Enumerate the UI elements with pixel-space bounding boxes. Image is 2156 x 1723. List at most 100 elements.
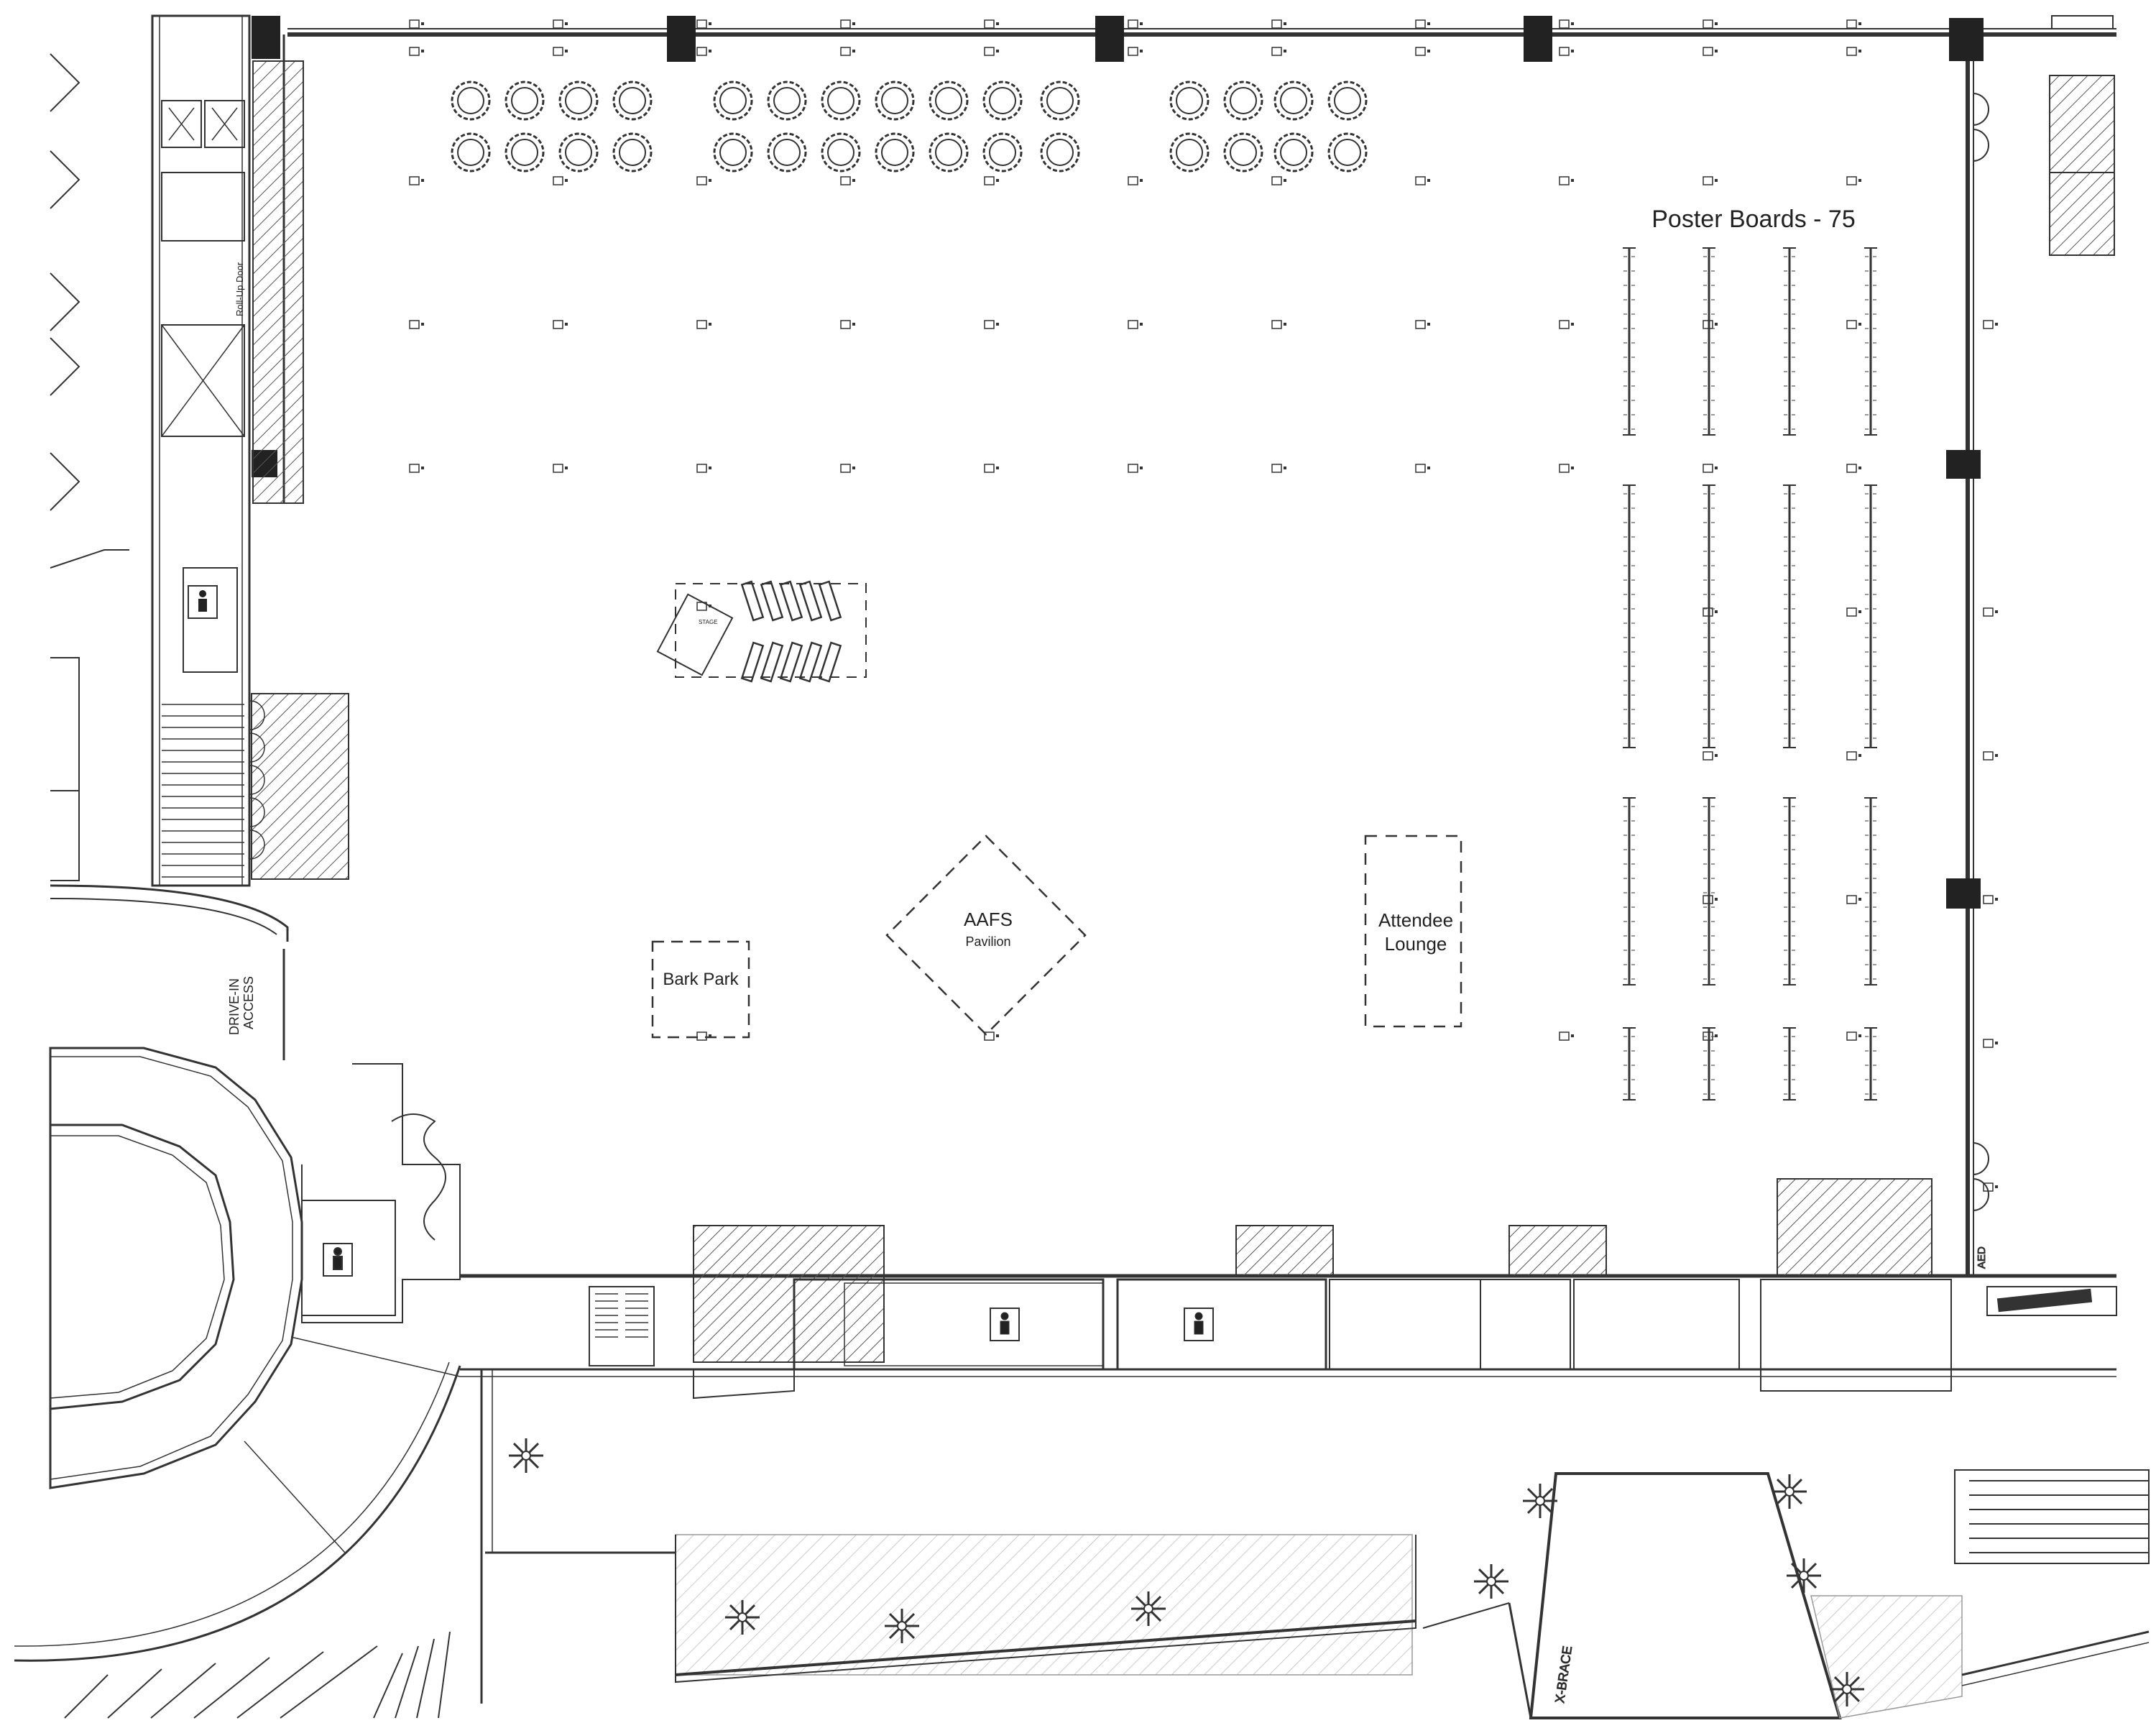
- round-table-icon: [929, 81, 969, 121]
- arena-service-block: [301, 1063, 461, 1323]
- bark-park[interactable]: Bark Park: [651, 940, 750, 1039]
- chair-row: [740, 580, 765, 622]
- outlet-marker: [1559, 464, 1574, 473]
- right-exterior: [1972, 15, 2114, 1211]
- outlet-marker: [1559, 320, 1574, 329]
- palm-tree-icon: [725, 1600, 760, 1635]
- outlet-marker: [840, 47, 855, 56]
- outlet-marker: [840, 176, 855, 185]
- attendee-lounge[interactable]: Attendee Lounge: [1364, 835, 1462, 1028]
- column-icon: [1095, 16, 1124, 62]
- outlet-marker: [1271, 320, 1286, 329]
- outlet-marker: [696, 47, 711, 56]
- outlet-marker: [1128, 464, 1143, 473]
- round-table-icon: [1327, 132, 1368, 173]
- round-table-icon: [713, 81, 753, 121]
- outlet-marker: [1983, 1182, 1998, 1192]
- poster-board-row: [1864, 247, 1877, 436]
- round-table-icon: [451, 132, 491, 173]
- right-hatched-area: [2049, 75, 2115, 256]
- outlet-marker: [1128, 19, 1143, 29]
- outlet-marker: [1983, 751, 1998, 761]
- round-table-icon: [505, 132, 545, 173]
- round-table-icon: [1169, 81, 1210, 121]
- roll-up-door-label: Roll-Up Door: [234, 262, 245, 316]
- outlet-marker: [553, 464, 568, 473]
- outlet-marker: [553, 19, 568, 29]
- outlet-marker: [1846, 607, 1861, 617]
- outlet-marker: [984, 320, 999, 329]
- round-table-icon: [505, 81, 545, 121]
- outlet-marker: [1559, 1031, 1574, 1041]
- outlet-marker: [409, 464, 424, 473]
- outlet-marker: [1846, 464, 1861, 473]
- column-icon: [252, 16, 280, 59]
- aafs-pavilion[interactable]: AAFS Pavilion: [885, 835, 1087, 1036]
- outlet-marker: [1983, 895, 1998, 904]
- lower-concourse: X-BRACE: [480, 1369, 2150, 1719]
- outlet-marker: [1415, 176, 1430, 185]
- outlet-marker: [409, 19, 424, 29]
- outlet-marker: [840, 320, 855, 329]
- chair-row: [760, 641, 784, 683]
- restroom-icon: [990, 1308, 1020, 1341]
- palm-tree-icon: [885, 1609, 919, 1643]
- outlet-marker: [1846, 176, 1861, 185]
- poster-board-row: [1783, 797, 1796, 985]
- outlet-marker: [1415, 47, 1430, 56]
- bottom-service-corridor: AED: [460, 1178, 2117, 1400]
- outlet-marker: [1559, 19, 1574, 29]
- round-table-icon: [1273, 132, 1314, 173]
- round-table-icon: [982, 81, 1023, 121]
- poster-board-row: [1703, 1027, 1715, 1101]
- column-icon: [667, 16, 696, 62]
- outlet-marker: [1128, 176, 1143, 185]
- chair-row: [798, 580, 823, 622]
- left-service-corridor: Roll-Up Door: [151, 14, 648, 1338]
- poster-board-row: [1783, 1027, 1796, 1101]
- palm-tree-icon: [1131, 1591, 1166, 1626]
- outlet-marker: [1703, 895, 1718, 904]
- round-table-icon: [929, 132, 969, 173]
- poster-board-row: [1783, 247, 1796, 436]
- outlet-marker: [984, 19, 999, 29]
- drive-in-label: DRIVE-IN: [227, 978, 241, 1035]
- chair-row: [740, 641, 765, 683]
- poster-board-row: [1703, 797, 1715, 985]
- outlet-marker: [696, 1031, 711, 1041]
- outlet-marker: [1703, 751, 1718, 761]
- outlet-marker: [409, 176, 424, 185]
- outlet-marker: [553, 47, 568, 56]
- outlet-marker: [409, 320, 424, 329]
- round-table-icon: [1273, 81, 1314, 121]
- outlet-marker: [1271, 47, 1286, 56]
- outlet-marker: [1128, 47, 1143, 56]
- pavilion-label: Pavilion: [965, 934, 1010, 949]
- outlet-marker: [1703, 47, 1718, 56]
- outlet-marker: [1703, 464, 1718, 473]
- poster-board-row: [1864, 1027, 1877, 1101]
- outlet-marker: [1271, 176, 1286, 185]
- outlet-marker: [1271, 464, 1286, 473]
- outlet-marker: [1983, 1039, 1998, 1048]
- palm-tree-icon: [1474, 1564, 1508, 1599]
- outlet-marker: [696, 464, 711, 473]
- poster-boards-title: Poster Boards - 75: [1651, 206, 1855, 233]
- outlet-marker: [1703, 320, 1718, 329]
- chair-row: [779, 580, 803, 622]
- x-brace-label: X-BRACE: [1552, 1645, 1575, 1704]
- outlet-markers: [409, 19, 1998, 1192]
- chair-row: [818, 641, 842, 683]
- aed-label: AED: [1976, 1246, 1988, 1269]
- outlet-marker: [553, 320, 568, 329]
- outlet-marker: [553, 176, 568, 185]
- poster-board-row: [1864, 484, 1877, 748]
- round-tables: [451, 81, 1368, 173]
- column-icon: [1524, 16, 1552, 62]
- poster-board-row: [1783, 484, 1796, 748]
- aafs-label: AAFS: [964, 909, 1013, 930]
- bark-park-label: Bark Park: [663, 970, 739, 989]
- palm-trees: [509, 1438, 1864, 1706]
- outlet-marker: [1846, 895, 1861, 904]
